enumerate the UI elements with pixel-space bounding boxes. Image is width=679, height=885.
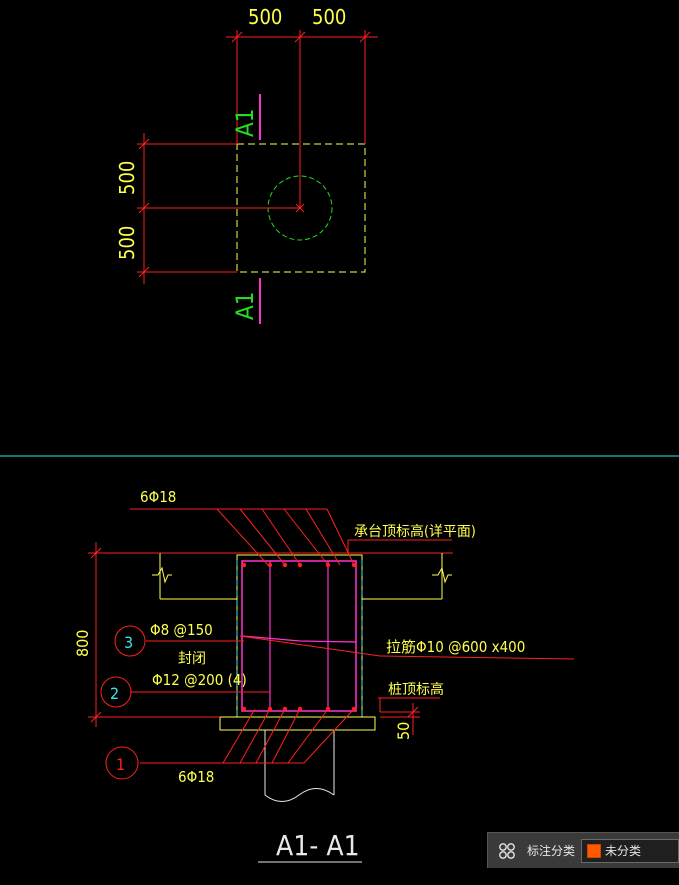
plan-top-dimension xyxy=(226,30,378,208)
dim-embed: 50 xyxy=(394,722,413,740)
label-bottom-bars: 6Φ18 xyxy=(178,768,214,786)
callout-circle-1 xyxy=(105,746,139,780)
column-section xyxy=(236,554,363,718)
section-mark-bottom: A1 xyxy=(231,292,259,321)
callout-2: 2 xyxy=(110,684,119,703)
annotation-category-bar: 标注分类 未分类 xyxy=(487,832,679,868)
plan-left-dimension xyxy=(137,133,300,284)
label-pile-top-elevation: 桩顶标高 xyxy=(388,681,444,698)
stirrup xyxy=(241,560,357,712)
plan-dim-left-lower: 500 xyxy=(115,226,139,260)
category-value: 未分类 xyxy=(605,844,642,858)
label-tie-bars: 拉筋Φ10 @600 x400 xyxy=(386,638,525,656)
grid-nodes-icon[interactable] xyxy=(496,840,518,862)
section-mark-top: A1 xyxy=(231,109,259,138)
callout-circle-3 xyxy=(114,625,146,657)
label-cap-top-elevation: 承台顶标高(详平面) xyxy=(354,523,476,540)
plan-dim-left-upper: 500 xyxy=(115,161,139,195)
plan-dim-top-right: 500 xyxy=(312,5,346,29)
label-top-bars: 6Φ18 xyxy=(140,488,176,506)
section-view xyxy=(88,508,575,863)
callout-circle-2 xyxy=(100,676,132,708)
label-stirrup-2: Φ12 @200 (4) xyxy=(152,671,247,689)
column-outline xyxy=(236,143,366,273)
plan-view xyxy=(137,30,378,324)
dim-height: 800 xyxy=(73,630,92,657)
section-title: A1- A1 xyxy=(276,829,360,862)
category-dropdown[interactable]: 未分类 xyxy=(581,838,679,863)
plan-dim-top-left: 500 xyxy=(248,5,282,29)
label-stirrup-1: Φ8 @150 xyxy=(150,621,213,639)
category-color-swatch xyxy=(587,843,602,858)
category-label: 标注分类 xyxy=(527,844,576,858)
callout-3: 3 xyxy=(124,633,133,652)
callout-1: 1 xyxy=(116,755,125,774)
label-closed: 封闭 xyxy=(178,651,206,667)
